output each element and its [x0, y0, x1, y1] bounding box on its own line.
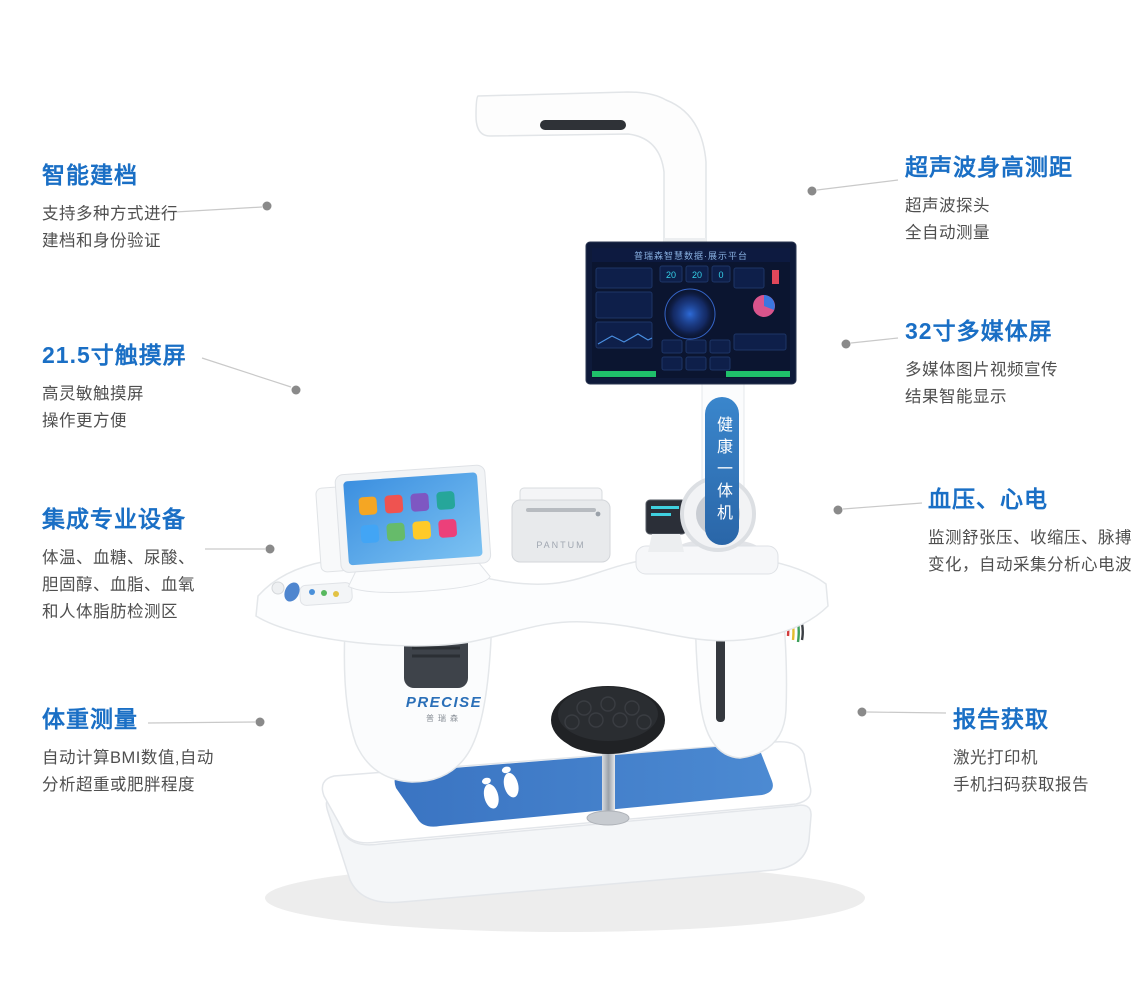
- annotation-text: 分析超重或肥胖程度: [42, 776, 195, 794]
- annotation-text: 全自动测量: [905, 224, 990, 242]
- floor-shadow: [265, 864, 865, 932]
- annotation-text: 结果智能显示: [905, 388, 1007, 406]
- annotation-text: 超声波探头: [905, 197, 990, 215]
- annotation-text: 多媒体图片视频宣传: [905, 361, 1058, 379]
- annotation-touchscreen: 21.5寸触摸屏 高灵敏触摸屏 操作更方便: [42, 336, 187, 435]
- media-screen: 20 20 0: [585, 241, 797, 385]
- annotation-media-screen: 32寸多媒体屏 多媒体图片视频宣传 结果智能显示: [905, 312, 1058, 411]
- touchscreen: [315, 464, 492, 593]
- annotation-integrated-devices: 集成专业设备 体温、血糖、尿酸、 胆固醇、血脂、血氧 和人体脂肪检测区: [42, 500, 195, 626]
- footprints-icon: [481, 766, 519, 809]
- cabinet-vent: [404, 628, 468, 688]
- annotation-report: 报告获取 激光打印机 手机扫码获取报告: [953, 700, 1089, 799]
- annotation-title: 集成专业设备: [42, 506, 186, 532]
- printer-brand-label: PANTUM: [536, 540, 585, 550]
- annotation-title: 体重测量: [42, 706, 138, 732]
- ultrasonic-probe-slot: [540, 120, 626, 130]
- brand-name: PRECISE: [405, 694, 483, 711]
- ecg-cables: [774, 595, 804, 643]
- annotation-text: 胆固醇、血脂、血氧: [42, 576, 195, 594]
- annotation-text: 支持多种方式进行: [42, 205, 178, 223]
- annotation-title: 血压、心电: [928, 486, 1048, 512]
- pie-chart: [753, 295, 775, 317]
- annotation-bp-ecg: 血压、心电 监测舒张压、收缩压、脉搏 变化，自动采集分析心电波: [928, 480, 1132, 579]
- annotation-text: 和人体脂肪检测区: [42, 603, 178, 621]
- screen-stat-3: 0: [718, 270, 723, 280]
- annotation-title: 32寸多媒体屏: [905, 318, 1053, 344]
- brand-subname: 普瑞森: [426, 714, 462, 723]
- screen-stat-1: 20: [666, 270, 676, 280]
- annotation-text: 激光打印机: [953, 749, 1038, 767]
- annotation-text: 体温、血糖、尿酸、: [42, 549, 195, 567]
- annotation-weight: 体重测量 自动计算BMI数值,自动 分析超重或肥胖程度: [42, 700, 214, 799]
- callout-dots: [255, 186, 867, 727]
- annotation-title: 超声波身高测距: [905, 154, 1073, 180]
- touchscreen-app-icons: [358, 491, 458, 544]
- media-screen-title: 普瑞森智慧数据·展示平台: [634, 251, 748, 261]
- callout-connectors: [147, 179, 947, 724]
- annotation-text: 操作更方便: [42, 412, 127, 430]
- printer: PANTUM: [511, 487, 611, 563]
- pillar-badge: 健康一体机: [705, 397, 739, 545]
- annotation-text: 变化，自动采集分析心电波: [928, 556, 1132, 574]
- desk-counter: [255, 554, 829, 647]
- screen-stat-2: 20: [692, 270, 702, 280]
- height-sensor-arm: [475, 91, 707, 253]
- right-pedestal: [694, 597, 788, 759]
- brand-logo: PRECISE 普瑞森: [392, 694, 496, 724]
- floor-mat: [394, 744, 773, 827]
- desk-instruments: [271, 581, 353, 606]
- annotation-title: 智能建档: [42, 162, 138, 188]
- annotation-text: 手机扫码获取报告: [953, 776, 1089, 794]
- stool: [551, 686, 665, 826]
- annotation-text: 高灵敏触摸屏: [42, 385, 144, 403]
- annotation-text: 自动计算BMI数值,自动: [42, 749, 214, 767]
- annotation-title: 21.5寸触摸屏: [42, 342, 187, 368]
- annotation-smart-filing: 智能建档 支持多种方式进行 建档和身份验证: [42, 156, 178, 255]
- annotation-text: 建档和身份验证: [42, 232, 161, 250]
- annotation-ultrasonic-height: 超声波身高测距 超声波探头 全自动测量: [905, 148, 1073, 247]
- annotation-title: 报告获取: [953, 706, 1049, 732]
- base-platform: [321, 741, 812, 904]
- sparkline: [597, 333, 653, 345]
- annotation-text: 监测舒张压、收缩压、脉搏: [928, 529, 1132, 547]
